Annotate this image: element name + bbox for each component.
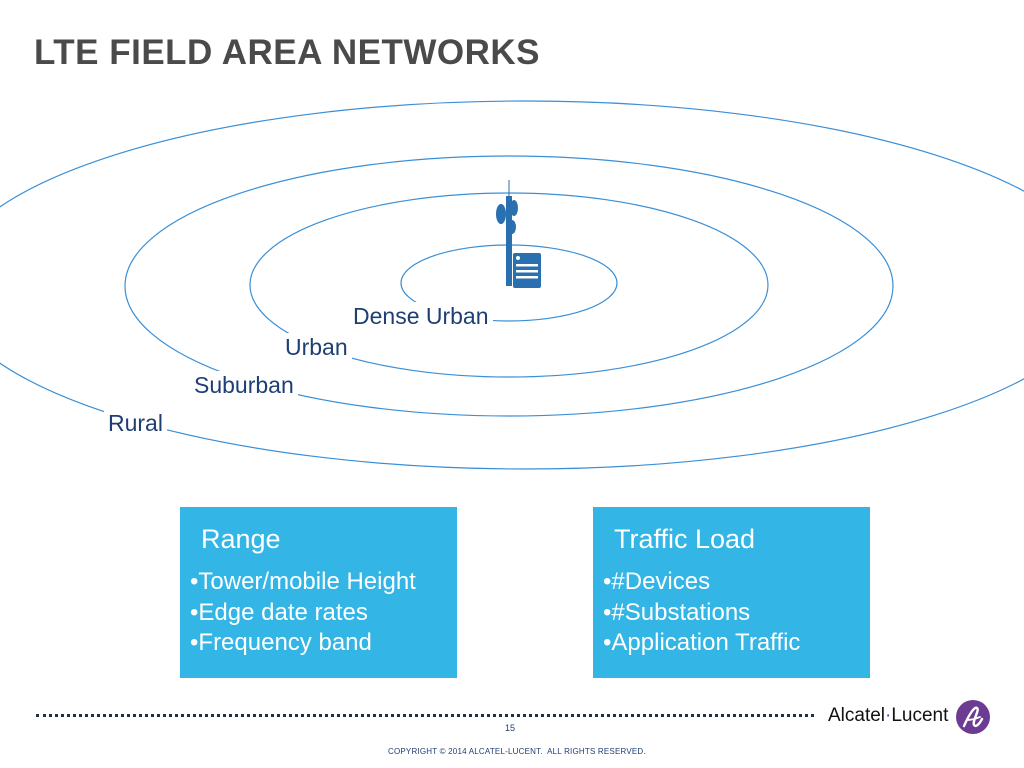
ring-suburban	[124, 155, 894, 417]
company-logo-wordmark: Alcatel·Lucent	[828, 705, 948, 727]
traffic-load-box-title: Traffic Load	[614, 524, 756, 554]
ring-label-urban: Urban	[281, 333, 352, 361]
footer-dotted-divider	[36, 714, 814, 717]
list-item: #Substations	[603, 598, 800, 629]
list-item: Application Traffic	[603, 628, 800, 659]
copyright-notice: COPYRIGHT © 2014 ALCATEL-LUCENT. ALL RIG…	[388, 747, 646, 756]
range-box-title: Range	[201, 524, 281, 554]
range-list: Tower/mobile Height Edge date rates Freq…	[190, 567, 416, 659]
range-box: Range Tower/mobile Height Edge date rate…	[180, 507, 457, 678]
list-item: Tower/mobile Height	[190, 567, 415, 598]
traffic-list: #Devices #Substations Application Traffi…	[603, 567, 800, 659]
ring-label-rural: Rural	[104, 409, 167, 437]
ring-label-suburban: Suburban	[190, 371, 298, 399]
traffic-load-box: Traffic Load #Devices #Substations Appli…	[593, 507, 870, 678]
logo-name-part2: Lucent	[891, 705, 949, 726]
coverage-rings-diagram	[0, 100, 1024, 470]
list-item: #Devices	[603, 567, 800, 598]
logo-separator: ·	[885, 705, 892, 726]
list-item: Frequency band	[190, 628, 416, 659]
list-item: Edge date rates	[190, 598, 416, 629]
slide-title: LTE FIELD AREA NETWORKS	[34, 33, 541, 72]
logo-name-part1: Alcatel	[828, 705, 886, 726]
alcatel-lucent-logo-icon	[956, 700, 990, 734]
ring-label-dense-urban: Dense Urban	[349, 302, 493, 330]
ring-rural	[0, 100, 1024, 470]
page-number: 15	[505, 723, 516, 733]
cell-tower-icon	[496, 180, 518, 286]
base-station-icon	[513, 253, 541, 288]
